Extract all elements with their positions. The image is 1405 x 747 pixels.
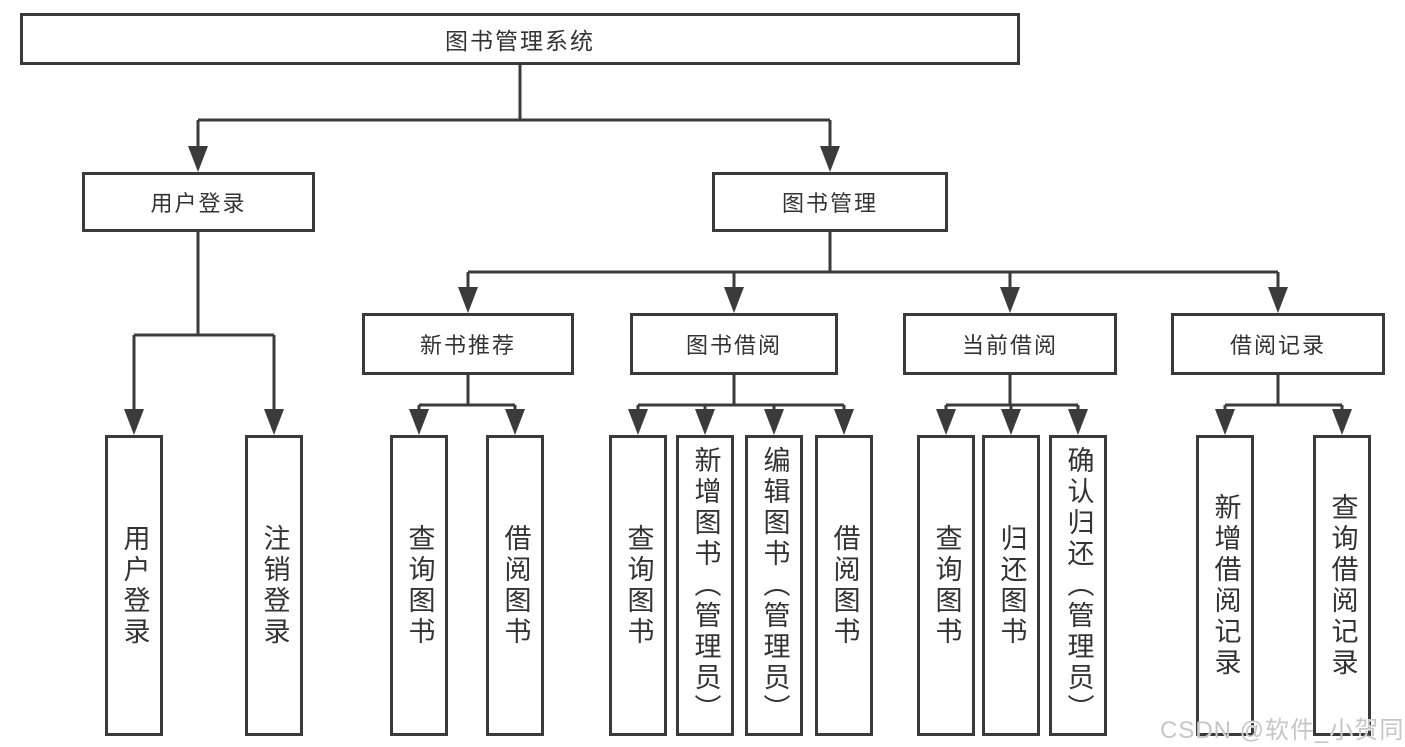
leaf-label: 归还图书 xyxy=(996,523,1027,648)
leaf-label: 查询借阅记录 xyxy=(1327,492,1358,679)
node-label: 当前借阅 xyxy=(961,333,1058,358)
leaf-query-books-borrowing: 查询图书 xyxy=(609,435,667,736)
leaf-user-login: 用户登录 xyxy=(105,435,163,736)
leaf-label: 查询图书 xyxy=(931,523,962,648)
leaf-label: 查询图书 xyxy=(404,523,435,648)
node-user-login: 用户登录 xyxy=(82,172,315,232)
node-book-management: 图书管理 xyxy=(712,172,948,232)
node-new-book-recommend: 新书推荐 xyxy=(362,313,574,375)
node-borrowing-records: 借阅记录 xyxy=(1171,313,1385,375)
leaf-label: 新增借阅记录 xyxy=(1210,492,1241,679)
leaf-add-book-admin: 新增图书（管理员） xyxy=(676,435,734,736)
arrowheads xyxy=(124,146,1352,435)
node-book-borrowing: 图书借阅 xyxy=(630,313,838,375)
leaf-label: 用户登录 xyxy=(119,523,150,648)
node-label: 用户登录 xyxy=(150,191,247,216)
node-label: 图书管理系统 xyxy=(445,28,595,54)
leaf-label: 新增图书（管理员） xyxy=(690,446,721,725)
node-label: 借阅记录 xyxy=(1229,333,1326,358)
leaf-edit-book-admin: 编辑图书（管理员） xyxy=(745,435,803,736)
leaf-label: 编辑图书（管理员） xyxy=(759,446,790,725)
node-library-system: 图书管理系统 xyxy=(20,13,1020,65)
csdn-watermark: CSDN @软件_小贺同学 xyxy=(1160,717,1405,744)
node-label: 新书推荐 xyxy=(419,333,516,358)
leaf-confirm-return-admin: 确认归还（管理员） xyxy=(1049,435,1107,736)
leaf-return-books: 归还图书 xyxy=(982,435,1040,736)
node-current-borrowing: 当前借阅 xyxy=(903,313,1117,375)
leaf-borrow-books-recommend: 借阅图书 xyxy=(486,435,544,736)
leaf-label: 借阅图书 xyxy=(829,523,860,648)
leaf-label: 确认归还（管理员） xyxy=(1063,446,1094,725)
leaf-logout: 注销登录 xyxy=(245,435,303,736)
leaf-label: 查询图书 xyxy=(623,523,654,648)
node-label: 图书借阅 xyxy=(685,333,782,358)
leaf-label: 注销登录 xyxy=(259,523,290,648)
leaf-query-borrow-record: 查询借阅记录 xyxy=(1313,435,1371,736)
leaf-label: 借阅图书 xyxy=(500,523,531,648)
leaf-query-books-current: 查询图书 xyxy=(917,435,975,736)
leaf-borrow-books-borrowing: 借阅图书 xyxy=(815,435,873,736)
node-label: 图书管理 xyxy=(781,191,878,216)
leaf-add-borrow-record: 新增借阅记录 xyxy=(1196,435,1254,736)
leaf-query-books-recommend: 查询图书 xyxy=(390,435,448,736)
